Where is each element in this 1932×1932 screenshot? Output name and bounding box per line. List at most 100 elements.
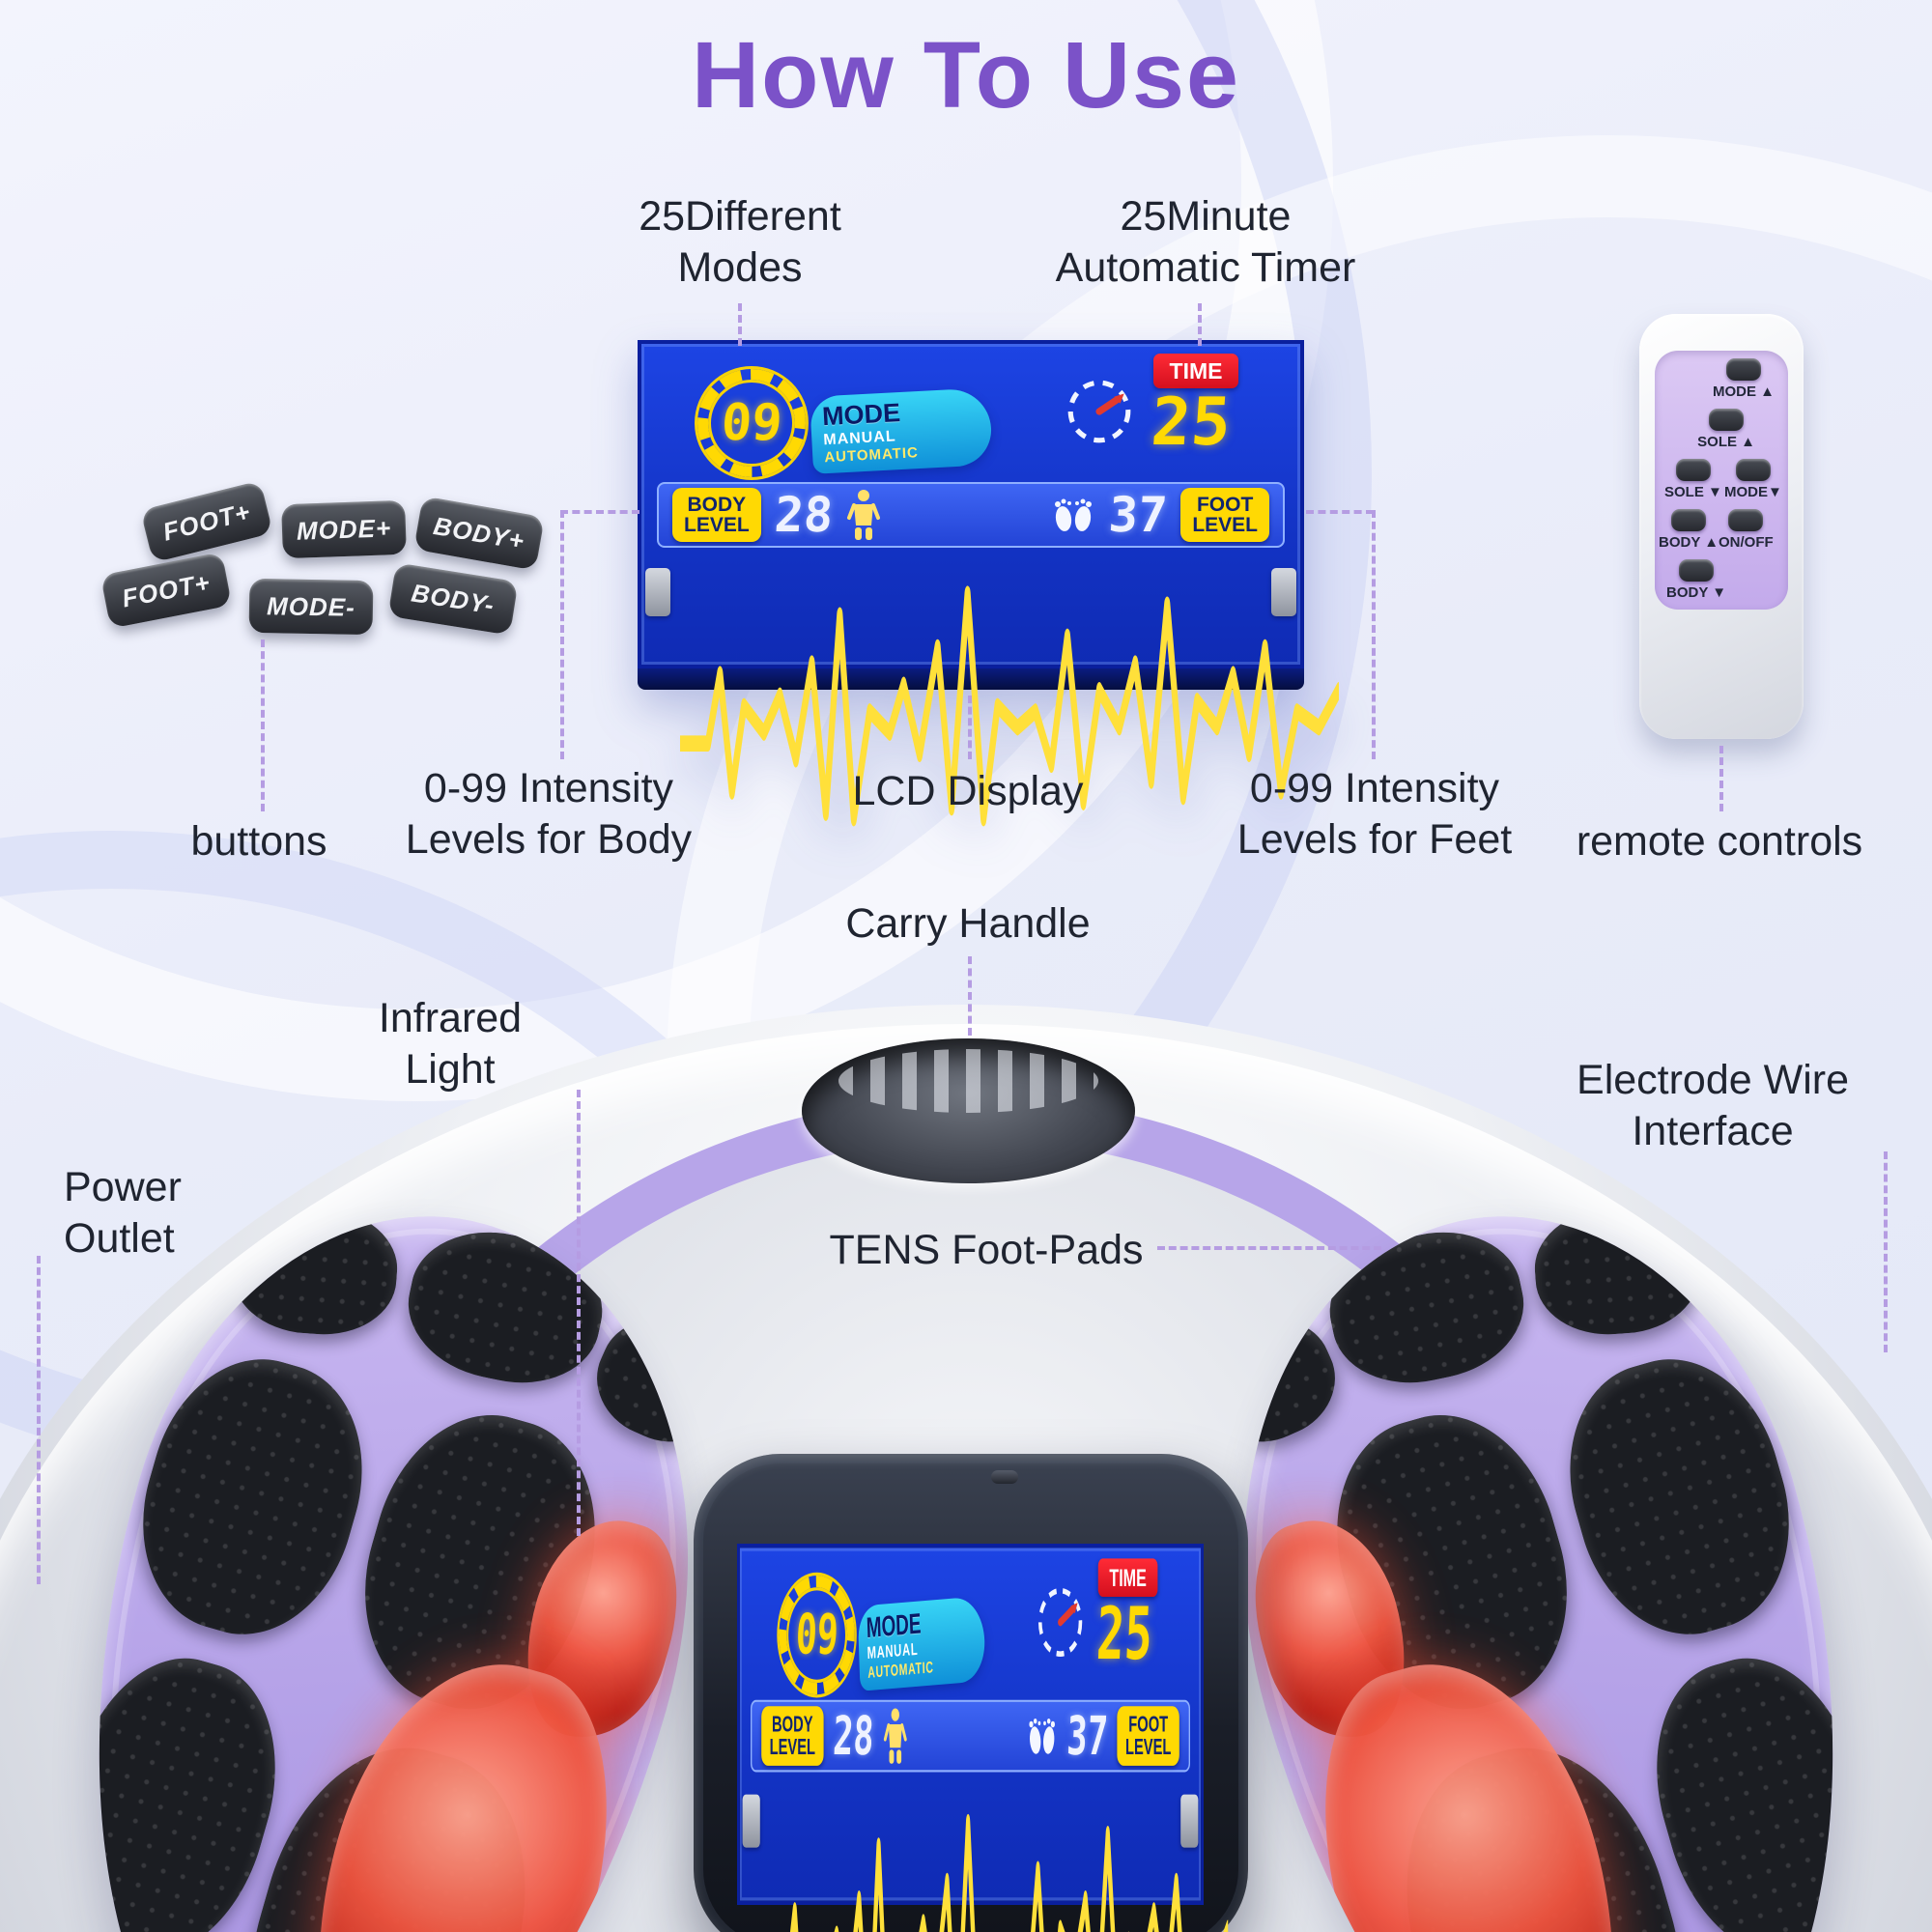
callout-lcd-display: LCD Display [852, 768, 1084, 814]
screen-side-tab [645, 568, 670, 616]
body-icon [846, 490, 880, 540]
callout-25-modes: 25Different Modes [639, 191, 841, 295]
remote-label-on-off: ON/OFF [1719, 534, 1774, 551]
foot-level-badge: FOOT LEVEL [1117, 1705, 1179, 1767]
page-title: How To Use [692, 22, 1240, 128]
callout-body-intensity-line2: Levels for Body [405, 816, 693, 864]
connector-line [1719, 746, 1723, 811]
remote-label-sole-up: SOLE ▲ [1697, 434, 1755, 450]
foot-level-badge-line1: FOOT [1196, 493, 1254, 516]
callout-power-line2: Outlet [64, 1215, 175, 1263]
callout-power-outlet: Power Outlet [64, 1162, 182, 1265]
callout-tens-foot-pads: TENS Foot-Pads [829, 1227, 1144, 1273]
mode-block: MODE MANUAL AUTOMATIC [810, 387, 993, 474]
foot-level-badge-line1: FOOT [1128, 1712, 1169, 1737]
console-lcd: 09 MODE MANUAL AUTOMATIC TIME 25 BODY LE… [737, 1544, 1229, 1932]
connector-line [577, 1090, 581, 1536]
connector-line [1372, 510, 1376, 759]
screen-side-tab [1180, 1794, 1199, 1848]
body-level-badge-line1: BODY [687, 493, 747, 516]
callout-25-timer-line2: Automatic Timer [1055, 244, 1356, 292]
waveform [789, 1813, 1229, 1932]
massage-pad [579, 1301, 747, 1461]
connector-line [261, 639, 265, 811]
clock-icon [1037, 1587, 1083, 1657]
connector-line [968, 696, 972, 759]
connector-line [968, 956, 972, 1036]
foot-level-badge-line2: LEVEL [1192, 514, 1258, 536]
connector-line [1884, 1151, 1888, 1352]
time-value: 25 [1149, 384, 1234, 461]
callout-body-intensity: 0-99 Intensity Levels for Body [406, 763, 692, 867]
callout-infrared-line1: Infrared [378, 995, 523, 1041]
connector-line [1306, 510, 1374, 514]
remote-button [1675, 459, 1711, 481]
callout-body-intensity-line1: 0-99 Intensity [423, 765, 674, 811]
connector-line [738, 303, 742, 346]
remote-label-body-down: BODY ▼ [1666, 584, 1727, 601]
time-badge: TIME [1153, 354, 1238, 388]
remote-label-sole-down: SOLE ▼ [1664, 484, 1722, 500]
connector-line [1157, 1246, 1381, 1250]
remote-button-panel: MODE ▲ SOLE ▲ SOLE ▼ MODE▼ BODY ▲ ON/OFF… [1655, 351, 1788, 610]
callout-feet-intensity-line2: Levels for Feet [1236, 816, 1513, 864]
remote-control: MODE ▲ SOLE ▲ SOLE ▼ MODE▼ BODY ▲ ON/OFF… [1639, 314, 1804, 739]
waveform [680, 585, 1339, 827]
callout-feet-intensity-line1: 0-99 Intensity [1249, 765, 1500, 811]
body-icon [883, 1708, 907, 1764]
console-button [991, 1470, 1018, 1484]
callout-25-timer: 25Minute Automatic Timer [1056, 191, 1356, 295]
callout-25-modes-line2: Modes [677, 244, 803, 292]
callout-buttons: buttons [190, 818, 327, 865]
body-level-badge: BODY LEVEL [672, 487, 761, 543]
callout-electrode-wire: Electrode Wire Interface [1577, 1055, 1849, 1158]
key-mode-plus: MODE+ [281, 499, 407, 559]
massage-pad [1530, 1202, 1704, 1340]
foot-level-badge: FOOT LEVEL [1180, 487, 1269, 543]
callout-power-line1: Power [64, 1164, 182, 1210]
remote-label-mode-down: MODE▼ [1724, 484, 1782, 500]
connector-line [560, 510, 564, 759]
connector-line [1198, 303, 1202, 346]
callout-25-timer-line1: 25Minute [1120, 193, 1292, 240]
remote-button [1735, 459, 1771, 481]
connector-line [560, 510, 639, 514]
foot-level-badge-line2: LEVEL [1125, 1735, 1172, 1760]
remote-label-mode-up: MODE ▲ [1712, 384, 1775, 400]
callout-carry-handle: Carry Handle [845, 900, 1091, 947]
mode-block: MODE MANUAL AUTOMATIC [857, 1596, 986, 1691]
body-level-badge: BODY LEVEL [761, 1705, 824, 1767]
screen-side-tab [742, 1794, 760, 1848]
callout-electrode-line2: Interface [1632, 1108, 1794, 1155]
body-level-value: 28 [772, 487, 835, 543]
remote-button [1725, 358, 1761, 381]
body-level-badge-line2: LEVEL [769, 1735, 815, 1760]
callout-infrared-line2: Light [405, 1046, 496, 1094]
mode-value: 09 [794, 1603, 839, 1667]
feet-icon [1055, 498, 1093, 531]
mode-ring: 09 [779, 1576, 855, 1695]
massage-pad [1185, 1301, 1353, 1461]
remote-button [1728, 509, 1764, 531]
remote-button [1671, 509, 1707, 531]
callout-infrared-light: Infrared Light [379, 993, 522, 1096]
mode-ring: 09 [697, 369, 806, 477]
body-level-value: 28 [831, 1705, 875, 1767]
clock-icon [1067, 380, 1131, 443]
time-badge: TIME [1097, 1558, 1158, 1597]
foot-level-value: 37 [1065, 1705, 1110, 1767]
callout-electrode-line1: Electrode Wire [1577, 1057, 1849, 1103]
lcd-screen: 09 MODE MANUAL AUTOMATIC TIME 25 BODY LE… [737, 1544, 1229, 1932]
lcd-display-large: 09 MODE MANUAL AUTOMATIC TIME 25 BODY LE… [638, 340, 1339, 827]
callout-feet-intensity: 0-99 Intensity Levels for Feet [1237, 763, 1512, 867]
intensity-band: BODY LEVEL 28 [657, 482, 1285, 548]
handle-grip [838, 1048, 1099, 1113]
time-value: 25 [1094, 1592, 1154, 1677]
body-level-badge-line2: LEVEL [684, 514, 750, 536]
mode-value: 09 [719, 394, 784, 452]
foot-level-value: 37 [1107, 487, 1170, 543]
lcd-screen: 09 MODE MANUAL AUTOMATIC TIME 25 BODY LE… [638, 340, 1339, 827]
intensity-band: BODY LEVEL 28 [751, 1699, 1190, 1773]
carry-handle [802, 1038, 1135, 1183]
